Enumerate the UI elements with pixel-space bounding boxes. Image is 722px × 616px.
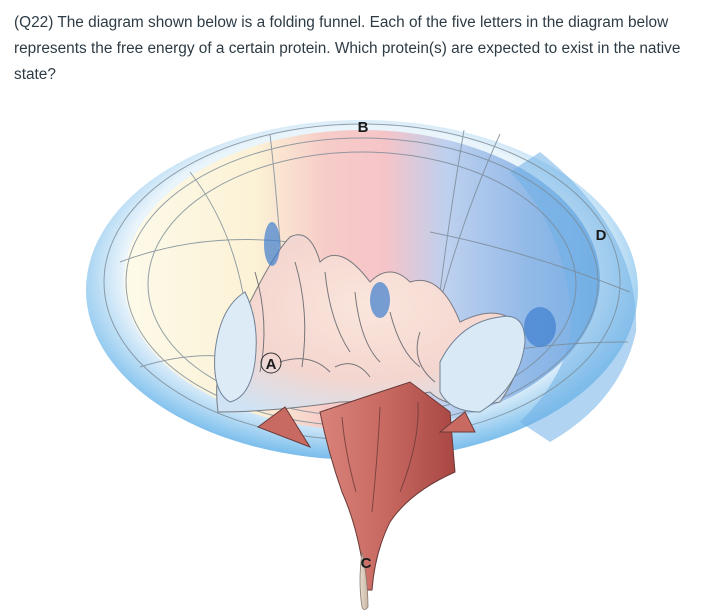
label-d: D [596, 227, 607, 244]
label-c: C [361, 555, 372, 572]
funnel-tip [359, 551, 369, 610]
funnel-native-well [319, 381, 456, 591]
label-a: A [266, 356, 277, 373]
folding-funnel-diagram: B D A C [80, 112, 650, 612]
question-text: (Q22) The diagram shown below is a foldi… [14, 14, 681, 83]
label-a-ring [260, 352, 282, 374]
label-b: B [358, 119, 369, 136]
